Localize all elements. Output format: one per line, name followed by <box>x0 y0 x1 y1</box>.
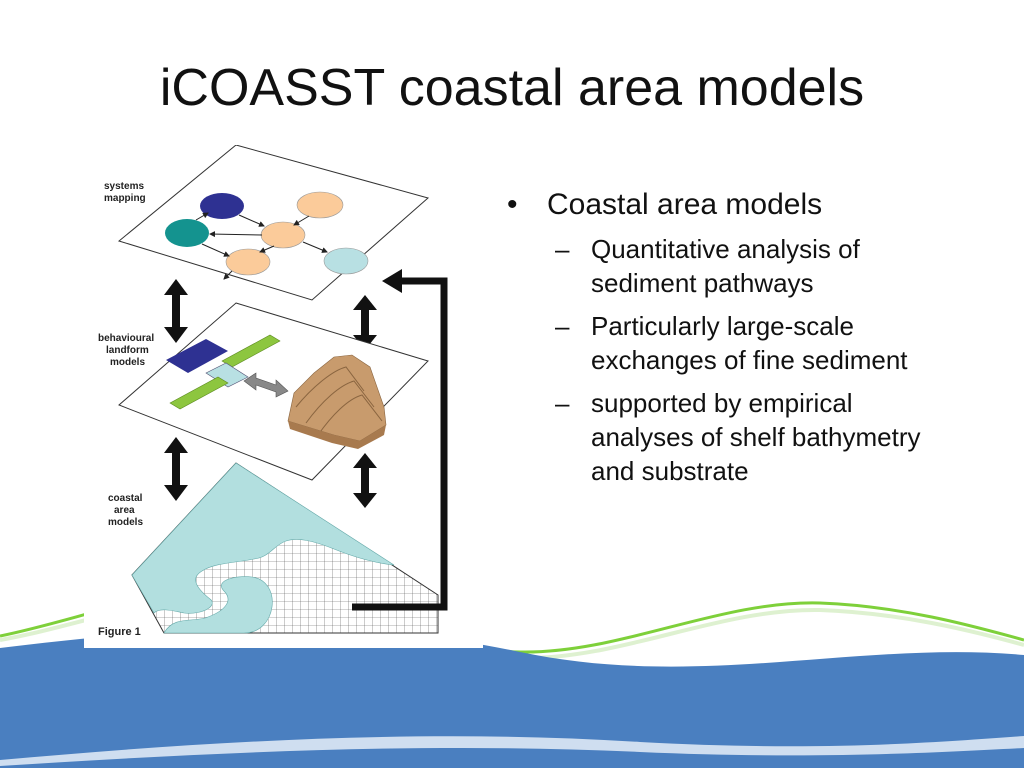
link-blue-center <box>238 214 265 227</box>
node-light-blue <box>323 247 369 275</box>
dash-icon: – <box>555 234 570 264</box>
label-behavioural-landform: behavioural landform models <box>98 333 157 368</box>
node-teal <box>165 219 209 247</box>
bullet-main-text: Coastal area models <box>547 188 823 221</box>
slide-title: iCOASST coastal area models <box>159 59 865 117</box>
label-systems-mapping: systems mapping <box>104 181 147 204</box>
node-peach-center <box>260 221 306 249</box>
sub-bullet-3: – supported by empirical analyses of she… <box>555 386 1005 488</box>
double-arrow-left-lower <box>164 437 188 501</box>
blue-wave-bottom <box>0 747 1024 768</box>
double-arrow-left-upper <box>164 279 188 343</box>
sea-area <box>131 462 395 614</box>
bar-green-bottom <box>169 376 229 410</box>
grey-double-arrow <box>243 372 289 398</box>
label-coastal-area: coastal area models <box>108 493 145 528</box>
bullet-list: • Coastal area models – Quantitative ana… <box>505 188 1005 497</box>
beach-profile-3d <box>287 354 387 449</box>
link-center-light <box>302 241 328 253</box>
link-teal-bottom <box>201 243 230 257</box>
blue-wave-top <box>0 627 1024 768</box>
landform-models-plane <box>118 302 429 481</box>
bullet-dot-icon: • <box>507 188 518 221</box>
node-dark-blue <box>200 193 244 219</box>
sub-bullet-list: – Quantitative analysis of sediment path… <box>555 232 1005 488</box>
link-bottom-down <box>223 270 233 280</box>
bullet-main: • Coastal area models <box>505 188 1005 222</box>
dash-icon: – <box>555 311 570 341</box>
link-center-bottom <box>259 245 275 253</box>
link-teal-blue <box>195 212 209 221</box>
layered-model-diagram: systems mapping behavioural landform mod… <box>98 145 448 638</box>
node-peach-bottom <box>225 248 271 276</box>
sub-bullet-text: Particularly large-scale exchanges of fi… <box>591 311 908 375</box>
systems-mapping-plane <box>117 145 430 301</box>
figure-panel: systems mapping behavioural landform mod… <box>84 145 483 648</box>
sub-bullet-text: Quantitative analysis of sediment pathwa… <box>591 234 860 298</box>
sea-area-lower <box>163 576 273 634</box>
feedback-arrow <box>352 277 448 611</box>
figure-caption: Figure 1 <box>98 626 141 638</box>
double-arrow-right-lower <box>353 453 377 508</box>
feedback-arrowhead <box>382 269 402 293</box>
node-peach-top <box>296 191 344 219</box>
link-top-center <box>293 215 310 226</box>
link-center-teal <box>209 231 263 238</box>
block-dark-blue <box>166 339 228 373</box>
dash-icon: – <box>555 388 570 418</box>
sub-bullet-2: – Particularly large-scale exchanges of … <box>555 309 1005 377</box>
sub-bullet-text: supported by empirical analyses of shelf… <box>591 388 921 486</box>
sub-bullet-1: – Quantitative analysis of sediment path… <box>555 232 1005 300</box>
